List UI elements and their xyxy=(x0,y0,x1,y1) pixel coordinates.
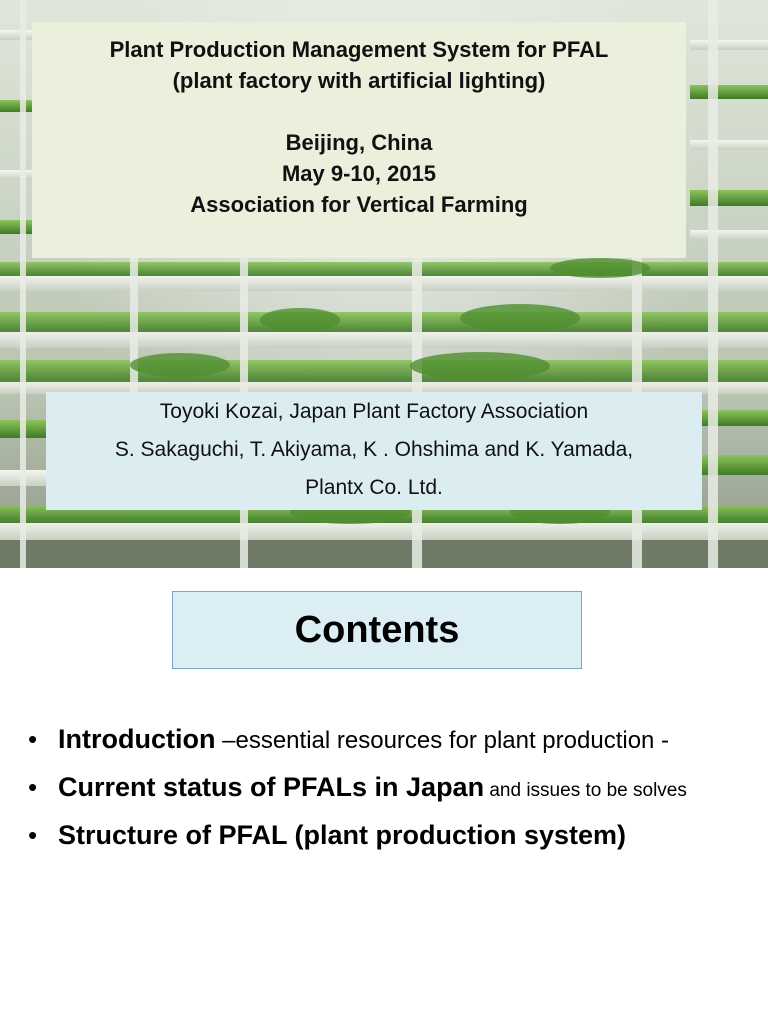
list-item: • Introduction –essential resources for … xyxy=(28,718,768,766)
author-line-1: Toyoki Kozai, Japan Plant Factory Associ… xyxy=(159,400,589,423)
item-description: –essential resources for plant productio… xyxy=(215,727,670,754)
authors-box: Toyoki Kozai, Japan Plant Factory Associ… xyxy=(46,392,702,510)
author-line-2: S. Sakaguchi, T. Akiyama, K . Ohshima an… xyxy=(114,438,634,461)
shelf-pillars xyxy=(20,0,718,568)
item-description: and issues to be solves xyxy=(484,780,687,801)
list-item: • Current status of PFALs in Japan and i… xyxy=(28,766,768,814)
item-heading: Introduction xyxy=(58,724,216,754)
bullet-icon: • xyxy=(28,820,38,850)
bullet-icon: • xyxy=(28,772,38,802)
title-box: Plant Production Management System for P… xyxy=(32,22,686,258)
item-heading: Structure of PFAL (plant production syst… xyxy=(58,820,627,850)
list-item: • Structure of PFAL (plant production sy… xyxy=(28,814,768,862)
author-line-3: Plantx Co. Ltd. xyxy=(305,476,443,499)
bullet-icon: • xyxy=(28,724,38,754)
presentation-title-line-1: Plant Production Management System for P… xyxy=(109,37,609,62)
event-location: Beijing, China xyxy=(285,130,433,155)
event-date: May 9-10, 2015 xyxy=(281,161,437,186)
title-spacer xyxy=(32,96,686,127)
contents-list: • Introduction –essential resources for … xyxy=(28,718,768,862)
item-heading: Current status of PFALs in Japan xyxy=(58,772,485,802)
event-organizer: Association for Vertical Farming xyxy=(190,192,528,217)
contents-heading: Contents xyxy=(172,591,582,669)
presentation-title-line-2: (plant factory with artificial lighting) xyxy=(172,68,546,93)
title-slide-photo: Plant Production Management System for P… xyxy=(0,0,768,568)
